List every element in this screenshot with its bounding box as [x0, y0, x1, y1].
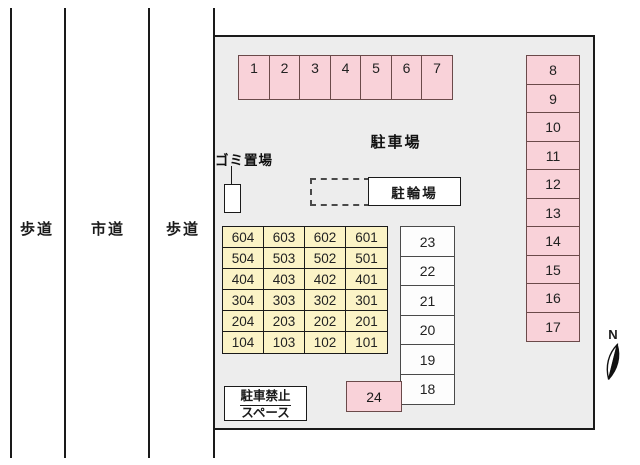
north-marker: N: [598, 327, 628, 381]
unit-cell: 501: [346, 248, 387, 269]
unit-cell: 502: [305, 248, 346, 269]
unit-cell: 204: [223, 311, 264, 332]
parking-space: 18: [400, 373, 455, 405]
parking-column-middle: 23 22 21 20 19 18: [400, 226, 455, 405]
road-label-sidewalk-left: 歩道: [20, 221, 55, 238]
road-line: [64, 8, 66, 458]
garbage-area-label: ゴミ置場: [215, 153, 273, 168]
parking-space: 9: [526, 83, 580, 114]
parking-area-label: 駐車場: [370, 134, 422, 151]
parking-space: 19: [400, 344, 455, 375]
unit-cell: 403: [264, 269, 305, 290]
parking-space: 5: [360, 55, 392, 100]
building-unit-grid: 604 603 602 601 504 503 502 501 404 403 …: [222, 226, 388, 354]
unit-cell: 303: [264, 290, 305, 311]
parking-space: 22: [400, 255, 455, 287]
parking-space: 2: [268, 55, 301, 100]
parking-row-top: 1 2 3 4 5 6 7: [238, 55, 453, 100]
parking-space: 24: [346, 381, 402, 412]
parking-column-right: 8 9 10 11 12 13 14 15 16 17: [526, 55, 580, 342]
unit-cell: 401: [346, 269, 387, 290]
unit-cell: 604: [223, 227, 264, 248]
road-label-city-road: 市道: [91, 221, 126, 238]
parking-space: 8: [526, 55, 580, 85]
road-label-sidewalk-right: 歩道: [166, 221, 201, 238]
parking-space: 4: [329, 55, 362, 100]
parking-space: 23: [400, 226, 455, 257]
unit-cell: 202: [305, 311, 346, 332]
parking-space: 20: [400, 314, 455, 346]
parking-space: 7: [421, 55, 453, 100]
road-line: [10, 8, 12, 458]
compass-needle-icon: [606, 342, 620, 380]
unit-cell: 101: [355, 335, 378, 350]
no-parking-line2: スペース: [241, 405, 290, 420]
unit-cell: 102: [305, 332, 346, 353]
parking-space: 10: [526, 112, 580, 142]
road-line: [148, 8, 150, 458]
no-parking-line1: 駐車禁止: [240, 389, 291, 406]
parking-space: 1: [238, 55, 270, 100]
parking-space: 15: [526, 254, 580, 285]
unit-cell: 103: [264, 332, 305, 353]
unit-cell: 601: [346, 227, 387, 248]
parking-space: 16: [526, 283, 580, 313]
unit-cell: 603: [264, 227, 305, 248]
parking-space: 3: [299, 55, 331, 100]
unit-cell: 301: [346, 290, 387, 311]
unit-cell: 304: [223, 290, 264, 311]
unit-cell: 402: [305, 269, 346, 290]
unit-cell: 503: [264, 248, 305, 269]
parking-space: 17: [526, 311, 580, 342]
bicycle-parking-label: 駐輪場: [368, 177, 461, 206]
parking-space: 12: [526, 169, 580, 199]
parking-space: 14: [526, 226, 580, 256]
north-label: N: [608, 327, 618, 342]
parking-space: 6: [390, 55, 423, 100]
garbage-connector-line: [231, 166, 232, 184]
bicycle-parking-outline: [310, 178, 370, 206]
parking-space: 21: [400, 285, 455, 316]
garbage-storage-box: [224, 184, 241, 213]
unit-cell: 302: [305, 290, 346, 311]
parking-space: 11: [526, 140, 580, 171]
unit-cell: 203: [264, 311, 305, 332]
no-parking-space-label: 駐車禁止 スペース: [224, 386, 307, 421]
unit-cell: 504: [223, 248, 264, 269]
unit-cell: 602: [305, 227, 346, 248]
unit-cell: 404: [223, 269, 264, 290]
parking-space: 13: [526, 197, 580, 228]
unit-cell: 201: [346, 311, 387, 332]
unit-cell: 104: [223, 332, 264, 353]
